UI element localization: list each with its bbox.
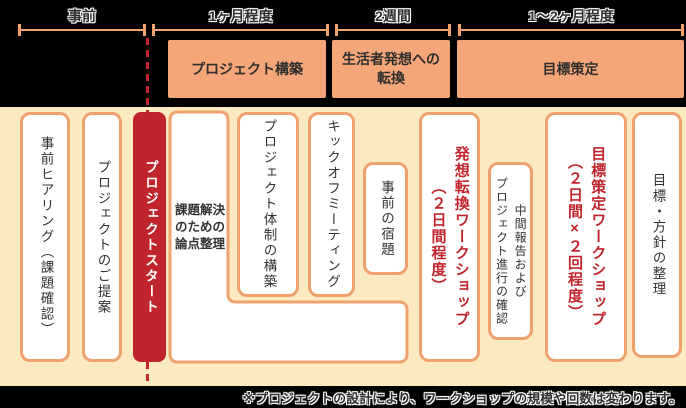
- step-homework-label: 事前の宿題: [378, 179, 394, 258]
- step-issue-sorting: 課題解決 のための 論点整理: [174, 203, 225, 251]
- step-goal-workshop-label: 目標策定ワークショップ （２日間×２回程度）: [566, 146, 607, 328]
- phase-duration-two-weeks: 2週間: [375, 8, 411, 24]
- issue-sorting-box-shape: [168, 110, 409, 364]
- step-team-building-box: プロジェクト体制の構築: [237, 112, 299, 297]
- timeline-bracket-one-month: [152, 24, 329, 36]
- timeline-bracket-advance: [18, 24, 146, 36]
- step-proposal-label: プロジェクトのご提案: [95, 159, 111, 315]
- timeline-bracket-one-two-months: [458, 24, 684, 36]
- step-homework-box: 事前の宿題: [363, 162, 408, 275]
- step-interim-report-label: 中間報告および プロジェクト進行の確認: [494, 176, 528, 326]
- phase-header-project-build: プロジェクト構築: [168, 40, 326, 98]
- step-pre-hearing-box: 事前ヒアリング（課題確認）: [20, 112, 70, 362]
- step-team-building-label: プロジェクト体制の構築: [261, 119, 277, 290]
- step-goal-sorting-box: 目標・方針の整理: [632, 112, 682, 358]
- footnote: ※プロジェクトの設計により、ワークショップの規模や回数は変わります。: [242, 391, 682, 406]
- phase-duration-one-two-months: 1〜2ヶ月程度: [528, 8, 614, 24]
- phase-duration-advance: 事前: [68, 8, 96, 24]
- phase-header-goal-setting: 目標策定: [457, 40, 684, 98]
- step-kickoff-box: キックオフミーティング: [308, 112, 355, 297]
- project-start-label: プロジェクトスタート: [142, 159, 158, 315]
- timeline-bracket-two-weeks: [335, 24, 451, 36]
- step-pre-hearing-label: 事前ヒアリング（課題確認）: [38, 136, 54, 338]
- step-idea-workshop-box: 発想転換ワークショップ （２日間程度）: [419, 112, 480, 362]
- phase-header-consumer-thinking: 生活者発想への 転換: [332, 40, 450, 98]
- project-start-milestone: プロジェクトスタート: [133, 112, 166, 362]
- step-kickoff-label: キックオフミーティング: [324, 119, 340, 290]
- step-goal-sorting-label: 目標・方針の整理: [650, 173, 666, 297]
- phase-duration-one-month: 1ヶ月程度: [208, 8, 273, 24]
- step-proposal-box: プロジェクトのご提案: [82, 112, 122, 362]
- step-idea-workshop-label: 発想転換ワークショップ （２日間程度）: [429, 146, 470, 328]
- step-goal-workshop-box: 目標策定ワークショップ （２日間×２回程度）: [545, 112, 627, 362]
- step-interim-report-box: 中間報告および プロジェクト進行の確認: [488, 162, 533, 340]
